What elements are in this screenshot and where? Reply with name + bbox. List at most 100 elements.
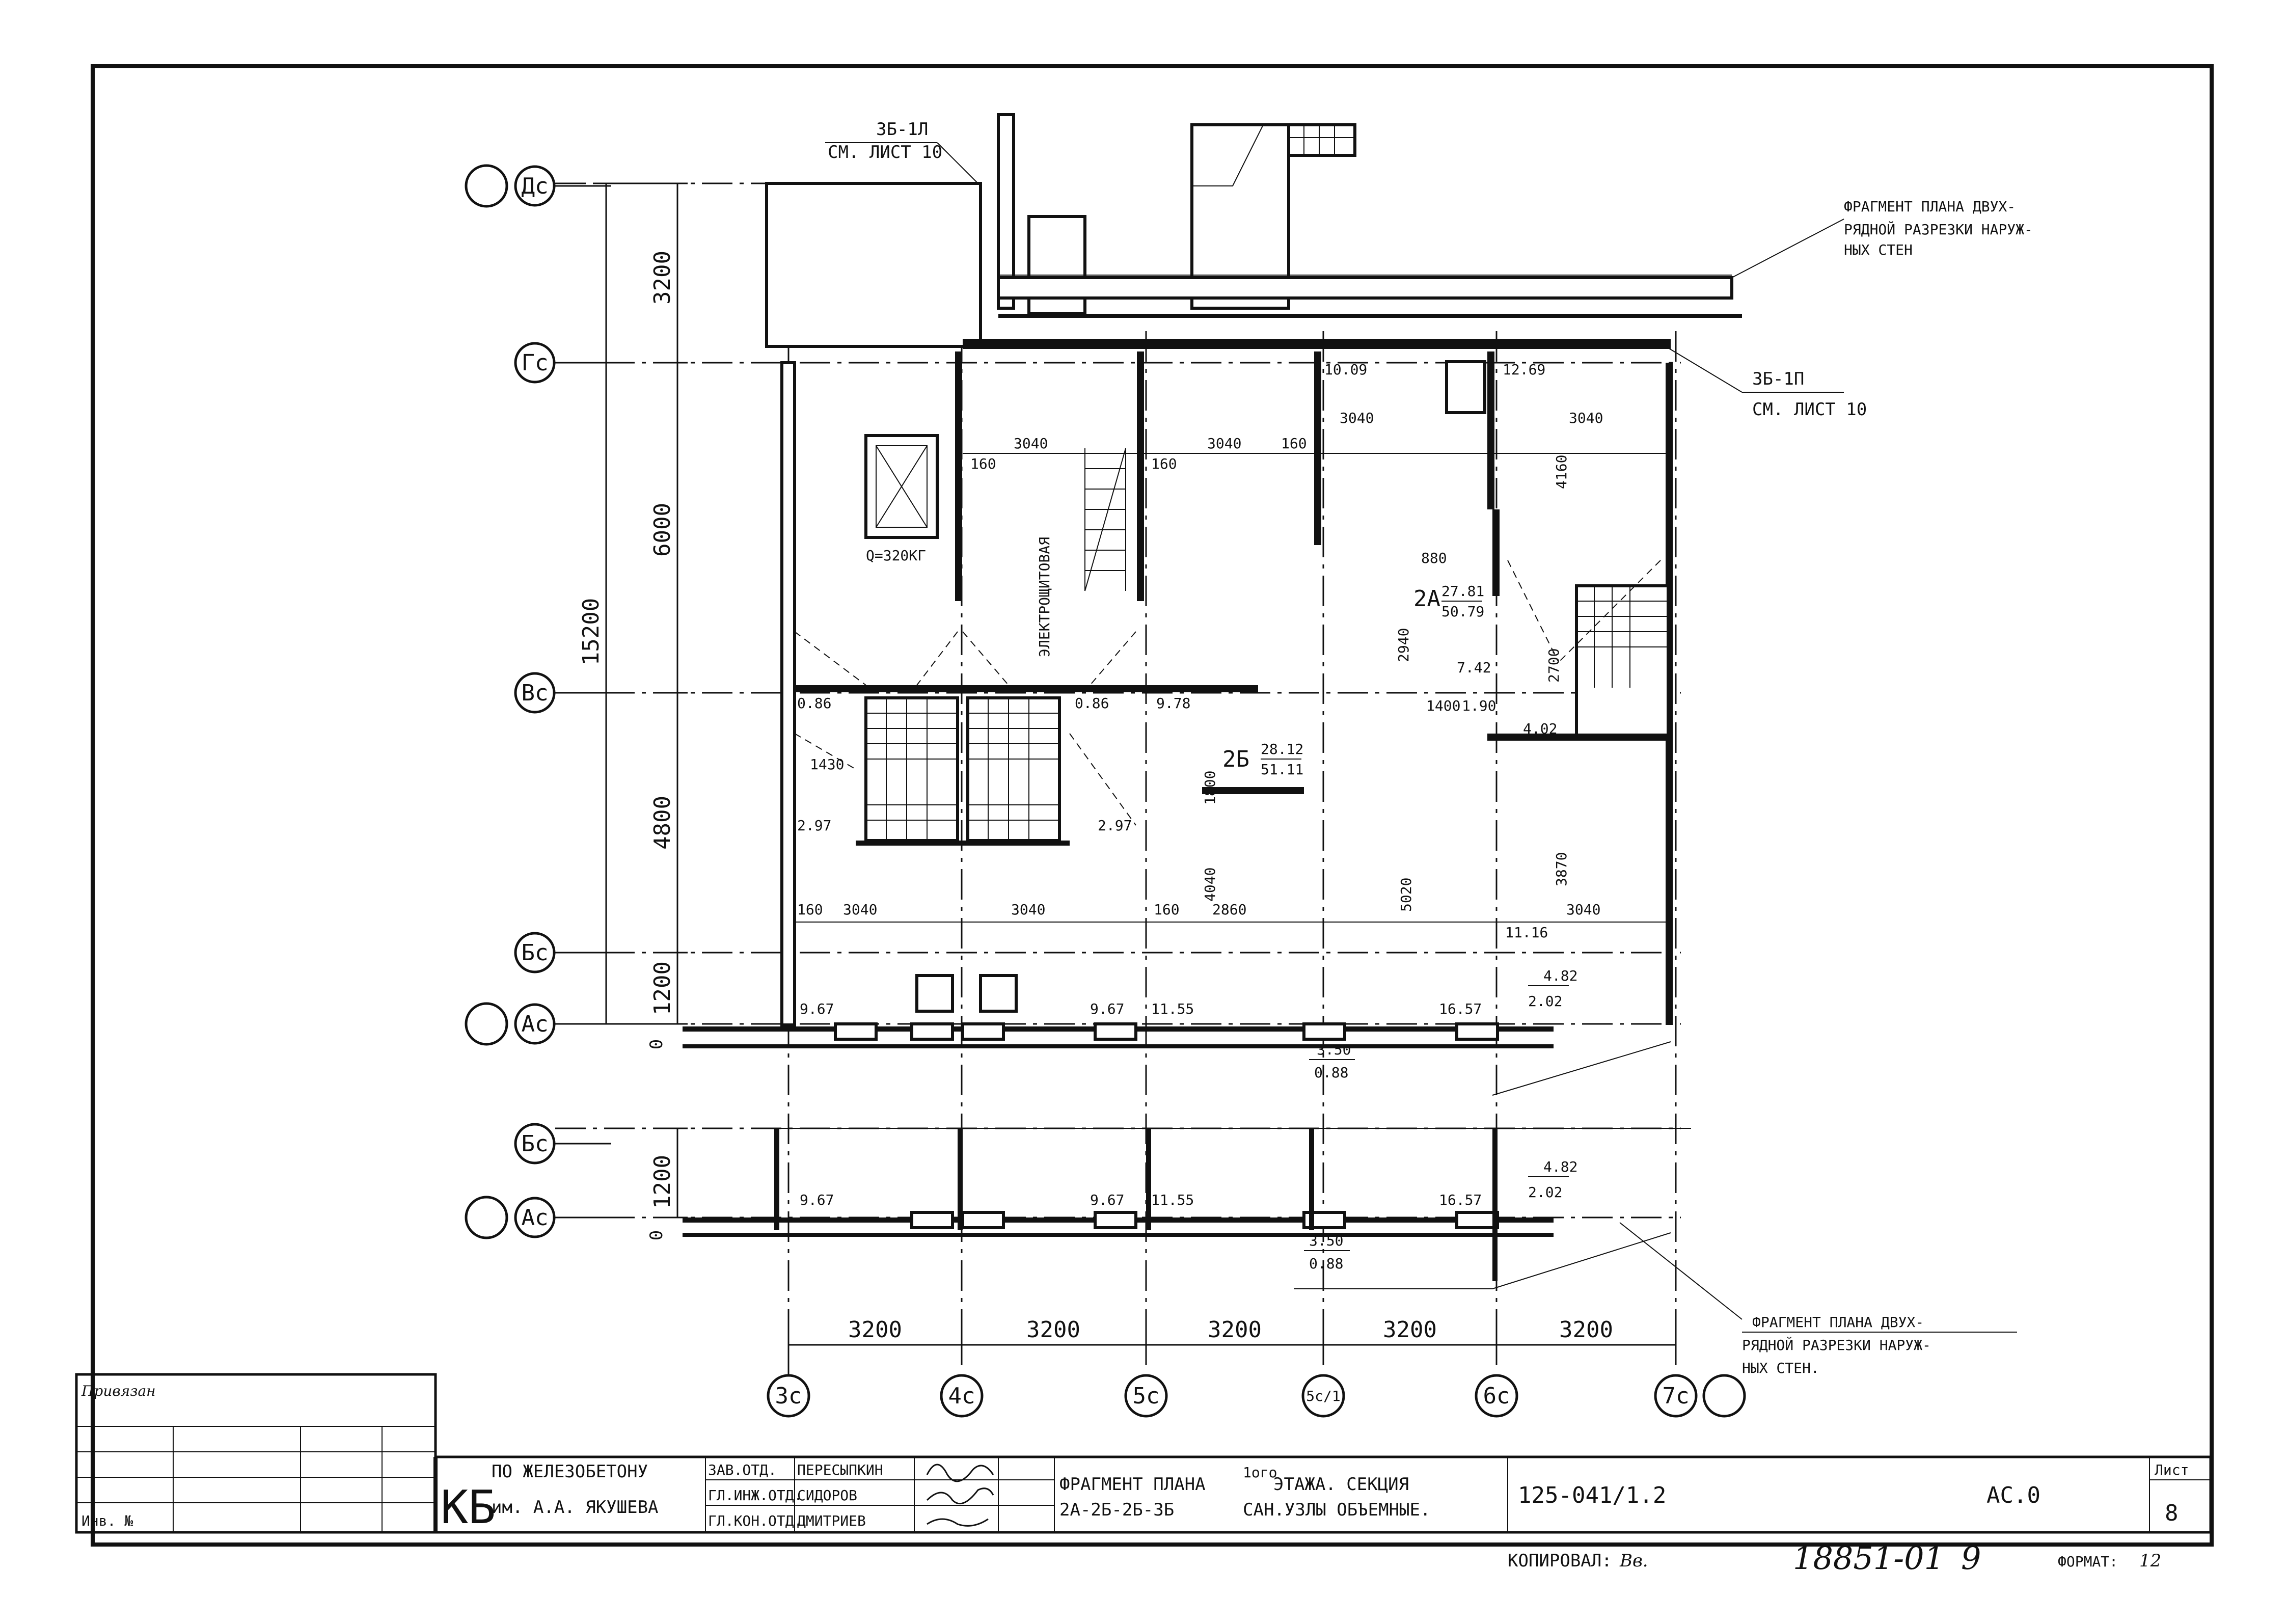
callout-text: СМ. ЛИСТ 10 [828,142,942,163]
area-label: 9.67 [1090,1192,1124,1208]
axis-label: Дс [522,173,549,199]
row-axis-bubbles: Дс Гс Вс Бс Ас Бс Ас [465,164,611,1239]
dim-label: 1200 [649,961,675,1015]
dim-label: 2700 [1545,648,1562,683]
tb-title-1a: ФРАГМЕНТ ПЛАНА [1059,1474,1206,1495]
bath-tiles-right [1576,586,1668,688]
dim-label: 3870 [1553,852,1570,886]
callout-3b-1l: 3Б-1Л СМ. ЛИСТ 10 [825,119,978,184]
callout-text: РЯДНОЙ РАЗРЕЗКИ НАРУЖ- [1844,221,2033,238]
area-label: 12.69 [1503,361,1545,378]
dim-label: 2860 [1212,901,1246,918]
dim-label: 1430 [810,756,844,773]
dim-label: 0 [646,1230,667,1240]
axis-label: 6с [1483,1383,1510,1409]
upper-building [765,113,1742,348]
bottom-dimensions: 3200 3200 3200 3200 3200 [787,1317,1677,1365]
dim-label: 4800 [649,796,675,850]
area-label: 2.97 [797,817,831,834]
dim-label: 2940 [1395,628,1412,662]
dim-label: 5020 [1398,878,1414,912]
area-label: 11.55 [1151,1192,1194,1208]
callout-text: СМ. ЛИСТ 10 [1752,399,1867,420]
dim-label: 160 [1151,455,1177,472]
axis-label: 5с [1133,1383,1160,1409]
callout-text: 3Б-1Л [876,119,928,140]
tb-title-sup: 1ого [1243,1464,1277,1481]
room-name-elec: ЭЛЕКТРОЩИТОВАЯ [1036,537,1053,657]
area-label: 9.78 [1156,695,1190,712]
tb-org-1: ПО ЖЕЛЕЗОБЕТОНУ [492,1461,648,1482]
area-label: 11.16 [1505,924,1548,941]
dim-label: 15200 [578,598,604,665]
area-label: 11.55 [1151,1000,1194,1017]
dim-label: 3200 [848,1317,902,1343]
tb-role-1: ЗАВ.ОТД. [708,1461,777,1478]
dim-label: 160 [1154,901,1180,918]
area-label: 16.57 [1439,1000,1482,1017]
apartment-type: 2Б [1222,746,1249,772]
area-label: 3.50 [1309,1232,1343,1249]
tb-title-2b: САН.УЗЛЫ ОБЪЕМНЫЕ. [1243,1500,1430,1520]
area-label: 2.97 [1098,817,1132,834]
bathroom-block-1 [864,696,959,842]
tb-privyazan: Привязан [81,1383,156,1399]
callout-text: НЫХ СТЕН [1844,241,1913,258]
axis-label: 4с [948,1383,975,1409]
area-total: 50.79 [1441,603,1484,620]
area-label: 0.86 [797,695,831,712]
area-label: 0.86 [1075,695,1109,712]
dim-label: 1.90 [1462,697,1496,714]
dim-label: 880 [1421,550,1447,566]
axis-label: Ас [522,1011,549,1037]
column-axis-bubbles: 3с 4с 5с 5с/1 6с 7с [767,1365,1746,1418]
dim-label: 3040 [1014,435,1048,452]
callout-text: НЫХ СТЕН. [1742,1360,1819,1376]
tb-name-3: ДМИТРИЕВ [797,1512,866,1529]
footer-format-val: 12 [2139,1551,2161,1571]
axis-label: Гс [522,350,549,376]
dim-label: 4040 [1202,868,1218,902]
dim-label: 160 [970,455,996,472]
tb-sheet-no: 8 [2165,1500,2179,1526]
dim-label: 3200 [649,251,675,305]
axis-label: Ас [522,1205,549,1231]
dim-label: 1200 [649,1155,675,1209]
bathroom-block-2 [966,696,1061,842]
axis-label: Бс [522,940,549,966]
tb-name-1: ПЕРЕСЫПКИН [797,1461,883,1478]
footer-number: 18851-01 [1793,1539,1944,1577]
title-block: Привязан Инв. № КБ ПО ЖЕЛЕЗОБЕТОНУ им. А… [75,1373,2212,1534]
grid-lines [555,182,1681,1365]
area-label: 7.42 [1457,659,1491,676]
tb-stage: АС.0 [1986,1482,2040,1508]
tb-sheet-label: Лист [2155,1461,2189,1478]
tb-logo: КБ [441,1481,496,1534]
dim-label: 160 [797,901,823,918]
callout-text: 3Б-1П [1752,369,1804,389]
area-label: 0.88 [1314,1064,1348,1081]
tb-inv-no: Инв. № [81,1512,133,1529]
main-floor: Q=320КГ ЭЛЕКТРОЩИТОВАЯ 10.09 12.69 3040 … [683,339,1673,1096]
stove [979,974,1018,1013]
callout-text: РЯДНОЙ РАЗРЕЗКИ НАРУЖ- [1742,1336,1931,1354]
dim-label: 3200 [1383,1317,1437,1343]
stove [915,974,954,1013]
dim-label: 3040 [1566,901,1600,918]
area-label: 4.82 [1543,1158,1577,1175]
axis-label: 3с [775,1383,802,1409]
tb-name-2: СИДОРОВ [797,1487,857,1504]
dim-label: 1400 [1426,697,1460,714]
tb-title-1b: ЭТАЖА. СЕКЦИЯ [1273,1474,1409,1495]
signature-3 [927,1518,989,1527]
dim-label: 1800 [1202,771,1218,805]
callout-fragment-bottom: ФРАГМЕНТ ПЛАНА ДВУХ- РЯДНОЙ РАЗРЕЗКИ НАР… [1742,1314,2017,1376]
axis-label: Вс [522,680,549,706]
area-label: 2.02 [1528,993,1562,1010]
elevator-capacity: Q=320КГ [866,547,926,564]
area-label: 10.09 [1324,361,1367,378]
area-label: 0.88 [1309,1255,1343,1272]
tb-org-2: им. А.А. ЯКУШЕВА [492,1497,659,1518]
apartment-type: 2А [1413,586,1440,612]
